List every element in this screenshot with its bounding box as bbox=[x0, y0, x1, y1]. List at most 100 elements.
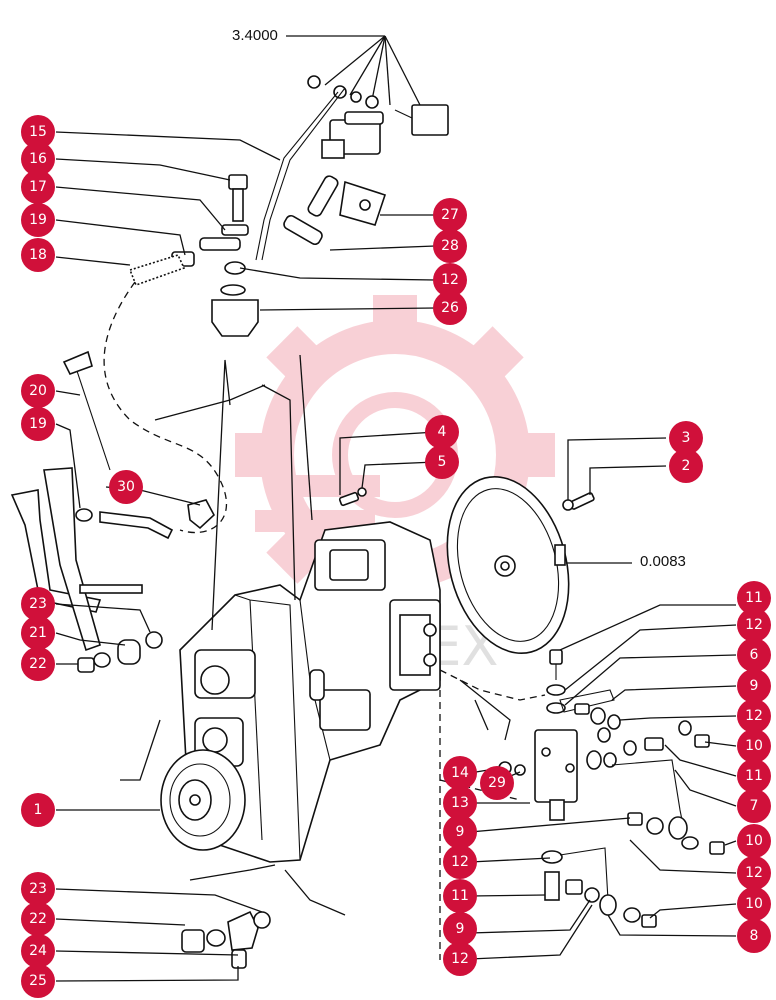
svg-text:27: 27 bbox=[441, 207, 459, 223]
svg-text:19: 19 bbox=[29, 212, 47, 228]
callout-12: 12 bbox=[737, 608, 771, 642]
callout-12: 12 bbox=[737, 856, 771, 890]
callout-12: 12 bbox=[443, 845, 477, 879]
callout-30: 30 bbox=[109, 470, 143, 504]
callout-21: 21 bbox=[21, 616, 55, 650]
svg-text:23: 23 bbox=[29, 596, 47, 612]
bolt-parts-upper bbox=[338, 487, 595, 511]
fitting-parts-top bbox=[128, 174, 259, 337]
svg-text:11: 11 bbox=[451, 888, 469, 904]
svg-text:29: 29 bbox=[488, 775, 506, 791]
svg-text:10: 10 bbox=[745, 896, 763, 912]
svg-text:17: 17 bbox=[29, 179, 47, 195]
callout-7: 7 bbox=[737, 789, 771, 823]
svg-text:11: 11 bbox=[745, 590, 763, 606]
callout-12: 12 bbox=[443, 942, 477, 976]
svg-text:7: 7 bbox=[750, 798, 759, 814]
callout-19: 19 bbox=[21, 203, 55, 237]
callout-24: 24 bbox=[21, 934, 55, 968]
valve-block-assembly bbox=[255, 75, 449, 261]
callout-18: 18 bbox=[21, 238, 55, 272]
callout-11: 11 bbox=[737, 581, 771, 615]
svg-text:9: 9 bbox=[456, 824, 465, 840]
callout-9: 9 bbox=[737, 669, 771, 703]
svg-text:10: 10 bbox=[745, 833, 763, 849]
svg-text:12: 12 bbox=[451, 951, 469, 967]
sensor-pipe-parts bbox=[498, 649, 725, 928]
callout-6: 6 bbox=[737, 638, 771, 672]
callout-10: 10 bbox=[737, 729, 771, 763]
callout-badges: 15 16 17 19 18 27 28 12 26 20 19 4 5 3 2… bbox=[21, 115, 771, 998]
svg-text:5: 5 bbox=[438, 454, 447, 470]
svg-text:30: 30 bbox=[117, 479, 135, 495]
callout-29: 29 bbox=[480, 766, 514, 800]
svg-text:3: 3 bbox=[682, 430, 691, 446]
callout-23: 23 bbox=[21, 587, 55, 621]
ref-code-top: 3.4000 bbox=[232, 27, 278, 44]
dipstick-filler-parts bbox=[10, 350, 215, 673]
svg-text:10: 10 bbox=[745, 738, 763, 754]
callout-25: 25 bbox=[21, 964, 55, 998]
callout-10: 10 bbox=[737, 824, 771, 858]
callout-28: 28 bbox=[433, 229, 467, 263]
callout-27: 27 bbox=[433, 198, 467, 232]
callout-26: 26 bbox=[433, 291, 467, 325]
svg-text:6: 6 bbox=[750, 647, 759, 663]
cover-plate bbox=[446, 475, 570, 655]
svg-text:12: 12 bbox=[441, 272, 459, 288]
callout-10: 10 bbox=[737, 887, 771, 921]
svg-text:20: 20 bbox=[29, 383, 47, 399]
svg-text:12: 12 bbox=[745, 865, 763, 881]
callout-8: 8 bbox=[737, 919, 771, 953]
svg-text:1: 1 bbox=[34, 802, 43, 818]
svg-text:9: 9 bbox=[456, 921, 465, 937]
callout-9: 9 bbox=[443, 815, 477, 849]
svg-text:13: 13 bbox=[451, 795, 469, 811]
callout-15: 15 bbox=[21, 115, 55, 149]
callout-3: 3 bbox=[669, 421, 703, 455]
banjo-fitting-parts bbox=[181, 910, 271, 969]
svg-text:2: 2 bbox=[682, 458, 691, 474]
svg-text:24: 24 bbox=[29, 943, 47, 959]
svg-text:23: 23 bbox=[29, 881, 47, 897]
callout-13: 13 bbox=[443, 786, 477, 820]
svg-text:18: 18 bbox=[29, 247, 47, 263]
svg-text:12: 12 bbox=[745, 617, 763, 633]
svg-text:11: 11 bbox=[745, 768, 763, 784]
callout-4: 4 bbox=[425, 415, 459, 449]
callout-11: 11 bbox=[737, 759, 771, 793]
svg-text:16: 16 bbox=[29, 151, 47, 167]
callout-22: 22 bbox=[21, 647, 55, 681]
callout-14: 14 bbox=[443, 756, 477, 790]
svg-text:19: 19 bbox=[29, 416, 47, 432]
callout-17: 17 bbox=[21, 170, 55, 204]
callout-2: 2 bbox=[669, 449, 703, 483]
callout-5: 5 bbox=[425, 445, 459, 479]
bracket-pin-parts bbox=[283, 175, 387, 246]
callout-16: 16 bbox=[21, 142, 55, 176]
svg-text:25: 25 bbox=[29, 973, 47, 989]
svg-text:9: 9 bbox=[750, 678, 759, 694]
callout-9: 9 bbox=[443, 912, 477, 946]
svg-text:22: 22 bbox=[29, 911, 47, 927]
svg-text:4: 4 bbox=[438, 424, 447, 440]
callout-12: 12 bbox=[433, 263, 467, 297]
svg-text:14: 14 bbox=[451, 765, 469, 781]
svg-text:12: 12 bbox=[745, 708, 763, 724]
svg-text:21: 21 bbox=[29, 625, 47, 641]
callout-11: 11 bbox=[443, 879, 477, 913]
callout-20: 20 bbox=[21, 374, 55, 408]
svg-text:22: 22 bbox=[29, 656, 47, 672]
callout-22: 22 bbox=[21, 902, 55, 936]
svg-text:8: 8 bbox=[750, 928, 759, 944]
gearbox-housing bbox=[160, 521, 441, 863]
svg-text:28: 28 bbox=[441, 238, 459, 254]
ref-code-right: 0.0083 bbox=[640, 553, 686, 570]
callout-12: 12 bbox=[737, 699, 771, 733]
callout-19: 19 bbox=[21, 407, 55, 441]
callout-1: 1 bbox=[21, 793, 55, 827]
svg-text:26: 26 bbox=[441, 300, 459, 316]
svg-text:15: 15 bbox=[29, 124, 47, 140]
svg-text:12: 12 bbox=[451, 854, 469, 870]
